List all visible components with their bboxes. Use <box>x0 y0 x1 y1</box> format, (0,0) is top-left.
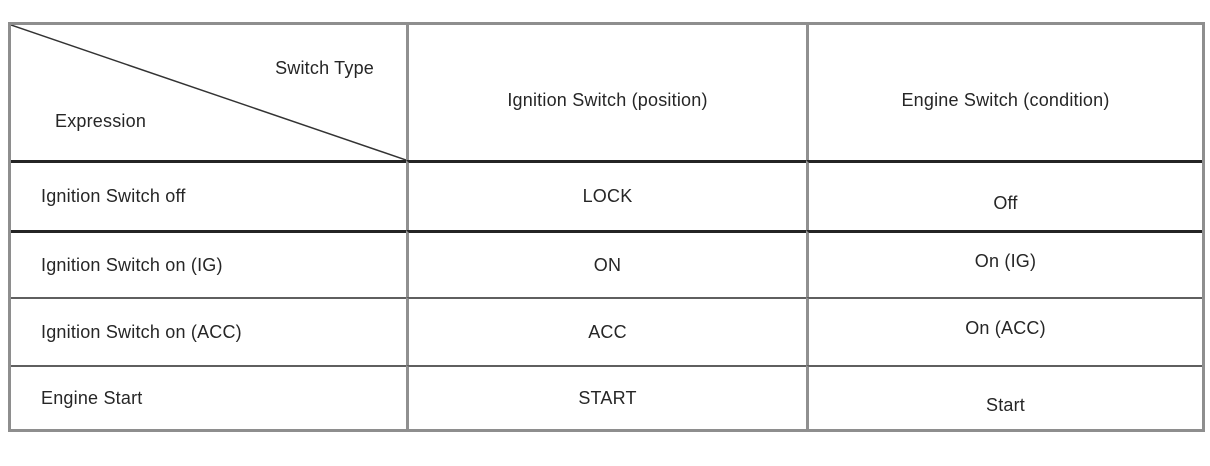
col-header-engine-switch: Engine Switch (condition) <box>806 25 1202 160</box>
row-expression-cell: Ignition Switch on (ACC) <box>11 297 406 365</box>
row-engine-cell: Off <box>806 160 1202 230</box>
row-engine-value: On (ACC) <box>965 317 1046 338</box>
row-engine-value: Off <box>993 193 1018 213</box>
corner-top-label: Switch Type <box>275 58 374 78</box>
corner-header-cell: Switch Type Expression <box>11 25 406 160</box>
col-header-ignition-switch: Ignition Switch (position) <box>406 25 806 160</box>
row-engine-cell: On (IG) <box>806 230 1202 297</box>
row-engine-value: On (IG) <box>974 250 1037 271</box>
row-engine-cell: On (ACC) <box>806 297 1202 365</box>
row-ignition-cell: LOCK <box>406 160 806 230</box>
row-engine-cell: Start <box>806 365 1202 429</box>
diagonal-line <box>11 25 406 160</box>
row-ignition-cell: START <box>406 365 806 429</box>
row-engine-value: Start <box>985 394 1025 415</box>
row-expression-cell: Ignition Switch off <box>11 160 406 230</box>
row-ignition-cell: ON <box>406 230 806 297</box>
switch-terminology-table: Switch Type Expression Ignition Switch (… <box>8 22 1205 432</box>
row-expression-cell: Engine Start <box>11 365 406 429</box>
row-expression-cell: Ignition Switch on (IG) <box>11 230 406 297</box>
row-ignition-cell: ACC <box>406 297 806 365</box>
corner-bottom-label: Expression <box>55 111 147 131</box>
